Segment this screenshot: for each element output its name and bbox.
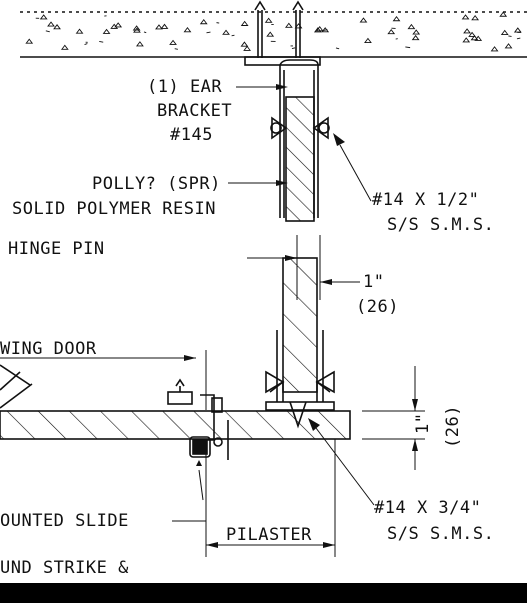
label-screw-bottom-line1: #14 X 3/4" (374, 498, 481, 518)
pilaster-base (0, 410, 351, 440)
label-ear-bracket-line2: BRACKET (157, 101, 232, 121)
label-thickness-in: 1" (363, 272, 384, 292)
leader-material (228, 180, 288, 186)
ceiling-slab (20, 11, 527, 58)
hinge-hardware (167, 378, 229, 460)
label-screw-bottom-line2: S/S S.M.S. (387, 524, 494, 544)
label-material-line1: POLLY? (SPR) (92, 174, 221, 194)
pilaster-dimension (205, 439, 336, 557)
bottom-black-bar (0, 583, 527, 603)
top-panel-section (285, 96, 315, 222)
label-ear-bracket-line3: #145 (170, 125, 213, 145)
label-depth-mm: (26) (443, 405, 463, 448)
ceiling-anchors (254, 0, 304, 58)
door-swing-hatch (0, 364, 33, 409)
label-screw-top-line2: S/S S.M.S. (387, 215, 494, 235)
leader-mounted-slide (172, 460, 207, 522)
label-hinge-pin: HINGE PIN (8, 239, 105, 259)
leader-swing-door (0, 350, 207, 410)
label-material-line2: SOLID POLYMER RESIN (12, 199, 216, 219)
leader-ear-bracket (236, 84, 288, 90)
top-screw-assembly (270, 116, 330, 140)
label-strike: UND STRIKE & (0, 558, 129, 578)
label-mounted-slide: OUNTED SLIDE (0, 511, 129, 531)
leader-screw-top (333, 133, 372, 202)
label-pilaster: PILASTER (226, 525, 312, 545)
label-swing-door: WING DOOR (0, 339, 97, 359)
depth-dimension (362, 366, 425, 470)
vertical-panel-lower (269, 257, 331, 402)
label-depth-in: 1" (413, 413, 433, 434)
leader-screw-bottom (308, 418, 375, 506)
label-thickness-mm: (26) (356, 297, 399, 317)
label-screw-top-line1: #14 X 1/2" (372, 190, 479, 210)
label-ear-bracket-line1: (1) EAR (147, 77, 222, 97)
